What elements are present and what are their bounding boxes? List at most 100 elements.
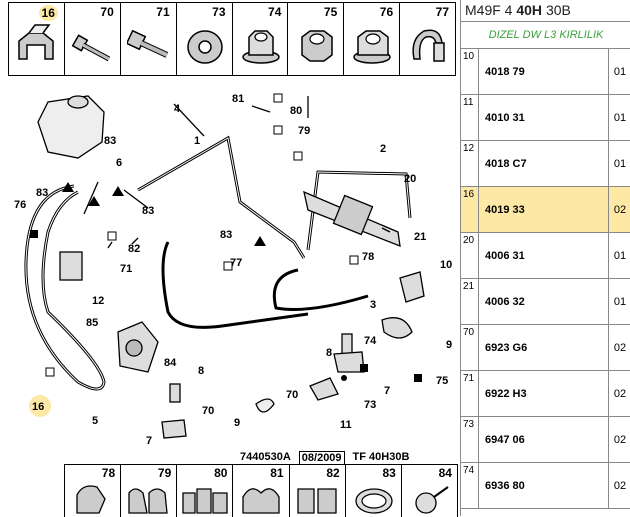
label-7-left[interactable]: 7 [146,435,152,447]
drawing-tf: TF 40H30B [352,451,410,463]
row-quantity: 01 [613,249,627,262]
part-cell-16[interactable]: 16 [9,3,65,75]
part-cell-83[interactable]: 83 [346,465,402,517]
parts-row[interactable]: 20 4006 31 01 [461,233,630,279]
row-index: 10 [461,49,479,94]
part-cell-74[interactable]: 74 [233,3,289,75]
parts-row[interactable]: 70 6923 G6 02 [461,325,630,371]
part-cell-77[interactable]: 77 [400,3,455,75]
label-80[interactable]: 80 [290,105,302,117]
label-4[interactable]: 4 [174,103,181,115]
parts-row[interactable]: 21 4006 32 01 [461,279,630,325]
label-21[interactable]: 21 [414,231,426,243]
screw-icon [71,34,111,62]
row-reference[interactable]: 6936 80 [479,463,609,508]
part-number: 80 [214,466,228,480]
label-8-right[interactable]: 8 [326,347,332,359]
row-quantity: 01 [613,157,627,170]
label-77[interactable]: 77 [230,257,242,269]
model-suffix: 30B [545,2,571,18]
parts-list-panel: M49F 4 40H 30B DIZEL DW L3 KIRLILIK 10 4… [460,0,630,516]
label-70-left[interactable]: 70 [202,405,214,417]
part-number: 79 [157,466,172,480]
label-70-right[interactable]: 70 [286,389,298,401]
label-7-right[interactable]: 7 [384,385,390,397]
row-reference[interactable]: 4006 32 [479,279,609,324]
part-cell-78[interactable]: 78 [65,465,122,517]
label-74[interactable]: 74 [364,335,377,347]
parts-row[interactable]: 10 4018 79 01 [461,49,630,95]
label-83-top[interactable]: 83 [104,135,116,147]
row-reference[interactable]: 4010 31 [479,95,609,140]
label-78[interactable]: 78 [362,251,374,263]
label-8-left[interactable]: 8 [198,365,204,377]
parts-row[interactable]: 71 6922 H3 02 [461,371,630,417]
label-81[interactable]: 81 [232,93,244,105]
part-cell-73[interactable]: 73 [177,3,233,75]
part-number: 83 [382,466,396,480]
label-79[interactable]: 79 [298,125,310,137]
top-parts-strip: 16 70 71 73 [8,2,456,76]
hose-clip-icon [412,29,445,62]
row-quantity: 02 [613,203,627,216]
row-index: 74 [461,463,479,508]
label-83-right[interactable]: 83 [220,229,232,241]
label-9-left[interactable]: 9 [234,417,240,429]
row-quantity: 02 [613,479,627,492]
parts-row[interactable]: 12 4018 C7 01 [461,141,630,187]
clip-holder-icon [296,488,337,514]
part-cell-76[interactable]: 76 [344,3,401,75]
part-cell-71[interactable]: 71 [121,3,177,75]
row-reference[interactable]: 4019 33 [479,187,609,232]
label-82[interactable]: 82 [128,243,140,255]
label-83-mid[interactable]: 83 [142,205,154,217]
label-3[interactable]: 3 [370,299,376,311]
label-76[interactable]: 76 [14,199,26,211]
model-prefix: M49F 4 [465,2,513,18]
row-quantity: 02 [613,341,627,354]
row-quantity: 01 [613,65,627,78]
label-11[interactable]: 11 [340,419,352,431]
part-cell-82[interactable]: 82 [290,465,346,517]
row-reference[interactable]: 4006 31 [479,233,609,278]
label-83-left[interactable]: 83 [36,187,48,199]
part-number: 71 [156,5,170,19]
callout-highlight-16 [29,395,51,417]
part-cell-80[interactable]: 80 [177,465,234,517]
part-cell-79[interactable]: 79 [121,465,178,517]
part-cell-75[interactable]: 75 [288,3,345,75]
parts-row[interactable]: 73 6947 06 02 [461,417,630,463]
label-12[interactable]: 12 [92,295,104,307]
label-75[interactable]: 75 [436,375,448,387]
label-16[interactable]: 16 [32,401,44,413]
row-reference[interactable]: 6947 06 [479,417,609,462]
model-subtitle: DIZEL DW L3 KIRLILIK [461,22,630,49]
label-9-right[interactable]: 9 [446,339,452,351]
bolt-icon [126,29,169,58]
part-number: 16 [38,5,58,21]
row-reference[interactable]: 6922 H3 [479,371,609,416]
label-10[interactable]: 10 [440,259,452,271]
row-reference[interactable]: 4018 79 [479,49,609,94]
label-84[interactable]: 84 [164,357,177,369]
label-71[interactable]: 71 [120,263,132,275]
row-reference[interactable]: 6923 G6 [479,325,609,370]
part-cell-70[interactable]: 70 [65,3,121,75]
row-reference[interactable]: 4018 C7 [479,141,609,186]
label-85[interactable]: 85 [86,317,98,329]
band-clamp-icon [355,488,393,514]
parts-row[interactable]: 74 6936 80 02 [461,463,630,509]
row-index: 20 [461,233,479,278]
label-20[interactable]: 20 [404,173,416,185]
part-cell-81[interactable]: 81 [233,465,290,517]
parts-row[interactable]: 11 4010 31 01 [461,95,630,141]
label-2[interactable]: 2 [380,143,386,155]
label-1[interactable]: 1 [194,135,200,147]
pipe-clip-icon [242,488,281,514]
label-73[interactable]: 73 [364,399,376,411]
label-6[interactable]: 6 [116,157,122,169]
part-cell-84[interactable]: 84 [402,465,457,517]
label-5[interactable]: 5 [92,415,98,427]
parts-row-selected[interactable]: 16 4019 33 02 [461,187,630,233]
part-number: 70 [100,5,114,19]
